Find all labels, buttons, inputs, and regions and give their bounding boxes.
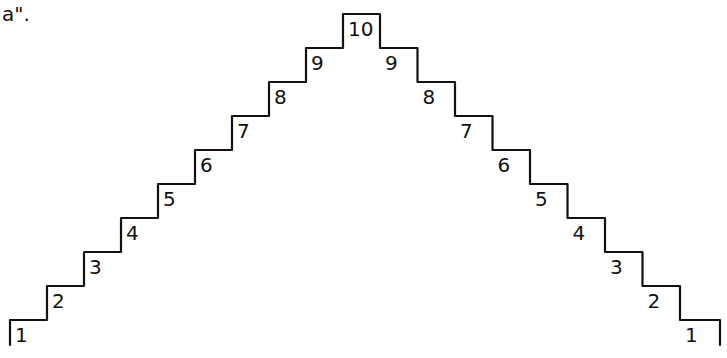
step-number: 2 bbox=[52, 291, 65, 311]
step-number: 3 bbox=[89, 257, 102, 277]
step-number: 8 bbox=[274, 87, 287, 107]
step-number: 6 bbox=[498, 155, 511, 175]
step-number: 9 bbox=[385, 53, 398, 73]
step-number: 1 bbox=[685, 325, 698, 345]
step-number: 8 bbox=[423, 87, 436, 107]
step-number: 4 bbox=[573, 223, 586, 243]
step-number: 3 bbox=[610, 257, 623, 277]
step-number: 2 bbox=[648, 291, 661, 311]
step-number: 1 bbox=[15, 325, 28, 345]
step-number: 5 bbox=[163, 189, 176, 209]
step-number: 4 bbox=[126, 223, 139, 243]
step-number: 10 bbox=[348, 19, 373, 39]
step-number: 9 bbox=[311, 53, 324, 73]
step-number: 7 bbox=[460, 121, 473, 141]
step-number: 7 bbox=[237, 121, 250, 141]
step-number: 6 bbox=[200, 155, 213, 175]
step-number: 5 bbox=[535, 189, 548, 209]
fragment-text: a". bbox=[2, 4, 30, 24]
staircase-line bbox=[10, 14, 720, 345]
